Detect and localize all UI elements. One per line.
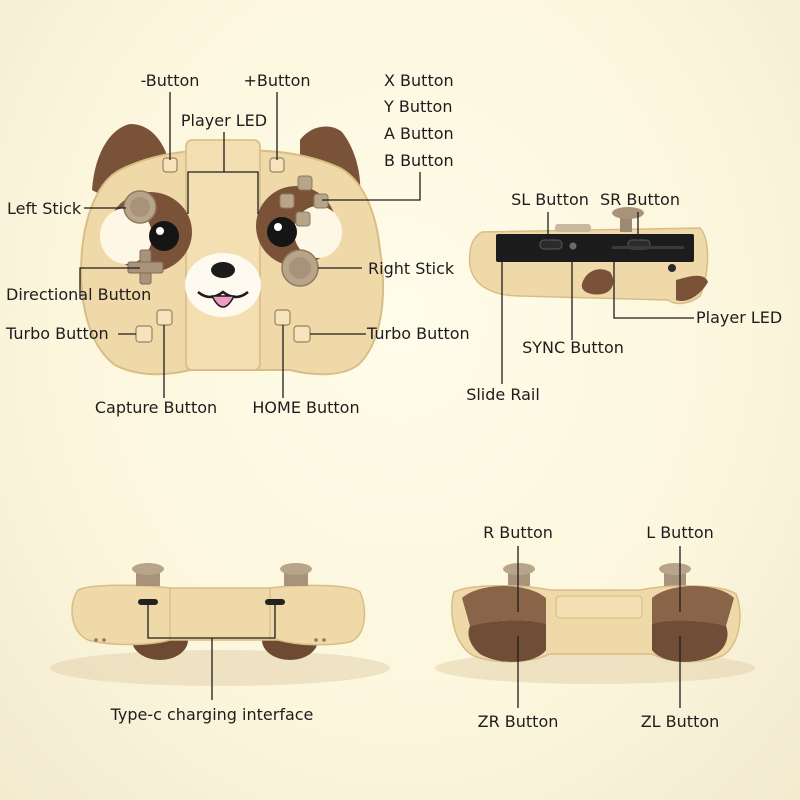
top-view-controller	[435, 563, 755, 684]
label-sr-button: SR Button	[600, 190, 680, 209]
label-player-led-side: Player LED	[696, 308, 783, 327]
label-r-button: R Button	[483, 523, 553, 542]
label-y-button: Y Button	[384, 97, 453, 116]
right-eye	[267, 217, 297, 247]
label-x-button: X Button	[384, 71, 454, 90]
label-turbo-button-left: Turbo Button	[6, 324, 109, 343]
plus-button-shape[interactable]	[269, 157, 285, 173]
side-leader-lines	[501, 212, 694, 384]
label-turbo-button-right: Turbo Button	[367, 324, 470, 343]
label-home-button: HOME Button	[252, 398, 360, 417]
zl-trigger-shape[interactable]	[652, 620, 728, 662]
label-zl-button: ZL Button	[640, 712, 720, 731]
side-player-led	[612, 246, 684, 249]
label-directional-button: Directional Button	[6, 285, 152, 304]
label-charging-interface: Type-c charging interface	[110, 705, 314, 724]
label-plus-button: +Button	[243, 71, 311, 90]
label-player-led-front: Player LED	[180, 111, 268, 130]
front-leader-lines	[79, 92, 421, 398]
sync-button-shape[interactable]	[569, 242, 577, 250]
usb-c-port-right	[265, 599, 285, 605]
nose	[211, 262, 235, 278]
label-l-button: L Button	[646, 523, 714, 542]
side-spot	[581, 269, 614, 295]
turbo-right-shape[interactable]	[293, 325, 311, 343]
label-right-stick: Right Stick	[368, 259, 455, 278]
top-leader-lines	[517, 546, 681, 708]
label-minus-button: -Button	[140, 71, 200, 90]
zr-trigger-shape[interactable]	[468, 620, 546, 662]
bottom-view-controller	[50, 563, 390, 686]
sl-button-shape[interactable]	[539, 239, 563, 250]
side-stick[interactable]	[612, 207, 644, 219]
usb-c-port-left	[138, 599, 158, 605]
front-view-controller	[80, 124, 385, 376]
label-left-stick: Left Stick	[7, 199, 82, 218]
minus-button-shape[interactable]	[162, 157, 178, 173]
bottom-leader-lines	[147, 605, 276, 700]
label-sync-button: SYNC Button	[522, 338, 624, 357]
capture-button-shape[interactable]	[156, 309, 173, 326]
muzzle	[185, 253, 261, 317]
turbo-left-shape[interactable]	[135, 325, 153, 343]
home-button-shape[interactable]	[274, 309, 291, 326]
r-trigger-shape[interactable]	[462, 586, 546, 626]
bottom-body	[71, 584, 366, 646]
side-view-controller	[468, 207, 709, 305]
label-capture-button: Capture Button	[94, 398, 218, 417]
label-zr-button: ZR Button	[477, 712, 559, 731]
left-eye	[149, 221, 179, 251]
tongue	[210, 295, 236, 308]
l-trigger-shape[interactable]	[652, 586, 734, 626]
label-slide-rail: Slide Rail	[466, 385, 540, 404]
dpad-shape[interactable]	[127, 249, 164, 285]
abxy-buttons[interactable]	[279, 175, 329, 227]
label-a-button: A Button	[384, 124, 454, 143]
label-b-button: B Button	[384, 151, 454, 170]
label-sl-button: SL Button	[511, 190, 589, 209]
